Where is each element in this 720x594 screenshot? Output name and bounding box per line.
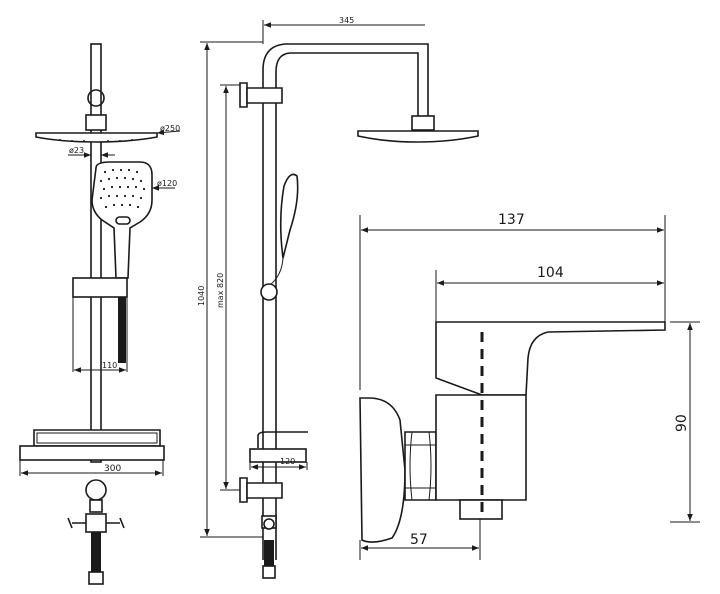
dim-total-height: 1040: [197, 286, 206, 306]
riser-arm-outer: [262, 43, 429, 560]
dim-bracket-spacing: max 820: [216, 273, 225, 308]
diverter-valve: [85, 513, 107, 533]
dim-head-diameter: ø250: [160, 124, 180, 133]
shelf-side: [249, 448, 307, 463]
dim-total-length: 137: [498, 212, 525, 228]
overhead-shower-side: [357, 130, 479, 143]
dim-pipe-diameter: ø23: [69, 146, 84, 155]
head-swivel: [87, 89, 105, 107]
lower-bracket: [246, 482, 283, 499]
dim-mixer-depth: 120: [280, 457, 295, 466]
shelf-rail-side: [257, 431, 308, 448]
dim-height: 90: [674, 414, 690, 432]
riser-pipe: [90, 43, 102, 463]
upper-bracket: [246, 87, 283, 104]
lower-wall-flange: [239, 477, 248, 503]
mixer-lever: [435, 321, 666, 396]
hand-shower-side: [279, 173, 299, 259]
head-connector: [85, 114, 107, 131]
shower-hose: [118, 297, 126, 363]
dim-holder-width: 110: [102, 361, 117, 370]
supply-hose-side: [264, 540, 274, 566]
hand-shower-nozzles: [99, 168, 146, 209]
shelf: [33, 429, 161, 447]
dim-arm-reach: 345: [339, 16, 354, 25]
hand-shower-button: [115, 216, 131, 225]
riser-arm-inner: [275, 52, 419, 560]
head-connector: [411, 115, 435, 131]
wall-bracket: [85, 479, 107, 501]
wall-flange: [359, 397, 406, 543]
front-view: ø250 ø23 ø120 110 300: [19, 43, 180, 585]
dim-shelf-width: 300: [104, 464, 121, 474]
upper-wall-flange: [239, 82, 248, 108]
slider-side: [260, 283, 278, 301]
mixer-view: 137 104 90 57: [359, 212, 700, 560]
slider-bracket: [72, 277, 128, 298]
mixer-body: [435, 394, 527, 501]
overhead-shower-head: [35, 132, 158, 143]
head-nozzles: [59, 139, 133, 142]
supply-hose: [91, 532, 101, 572]
side-view: 345 120 1040 max 820: [197, 16, 479, 579]
shelf-base: [19, 445, 165, 461]
dim-lever-length: 104: [537, 265, 564, 281]
dim-body-depth: 57: [410, 532, 428, 548]
dim-hand-shower-diameter: ø120: [157, 179, 177, 188]
